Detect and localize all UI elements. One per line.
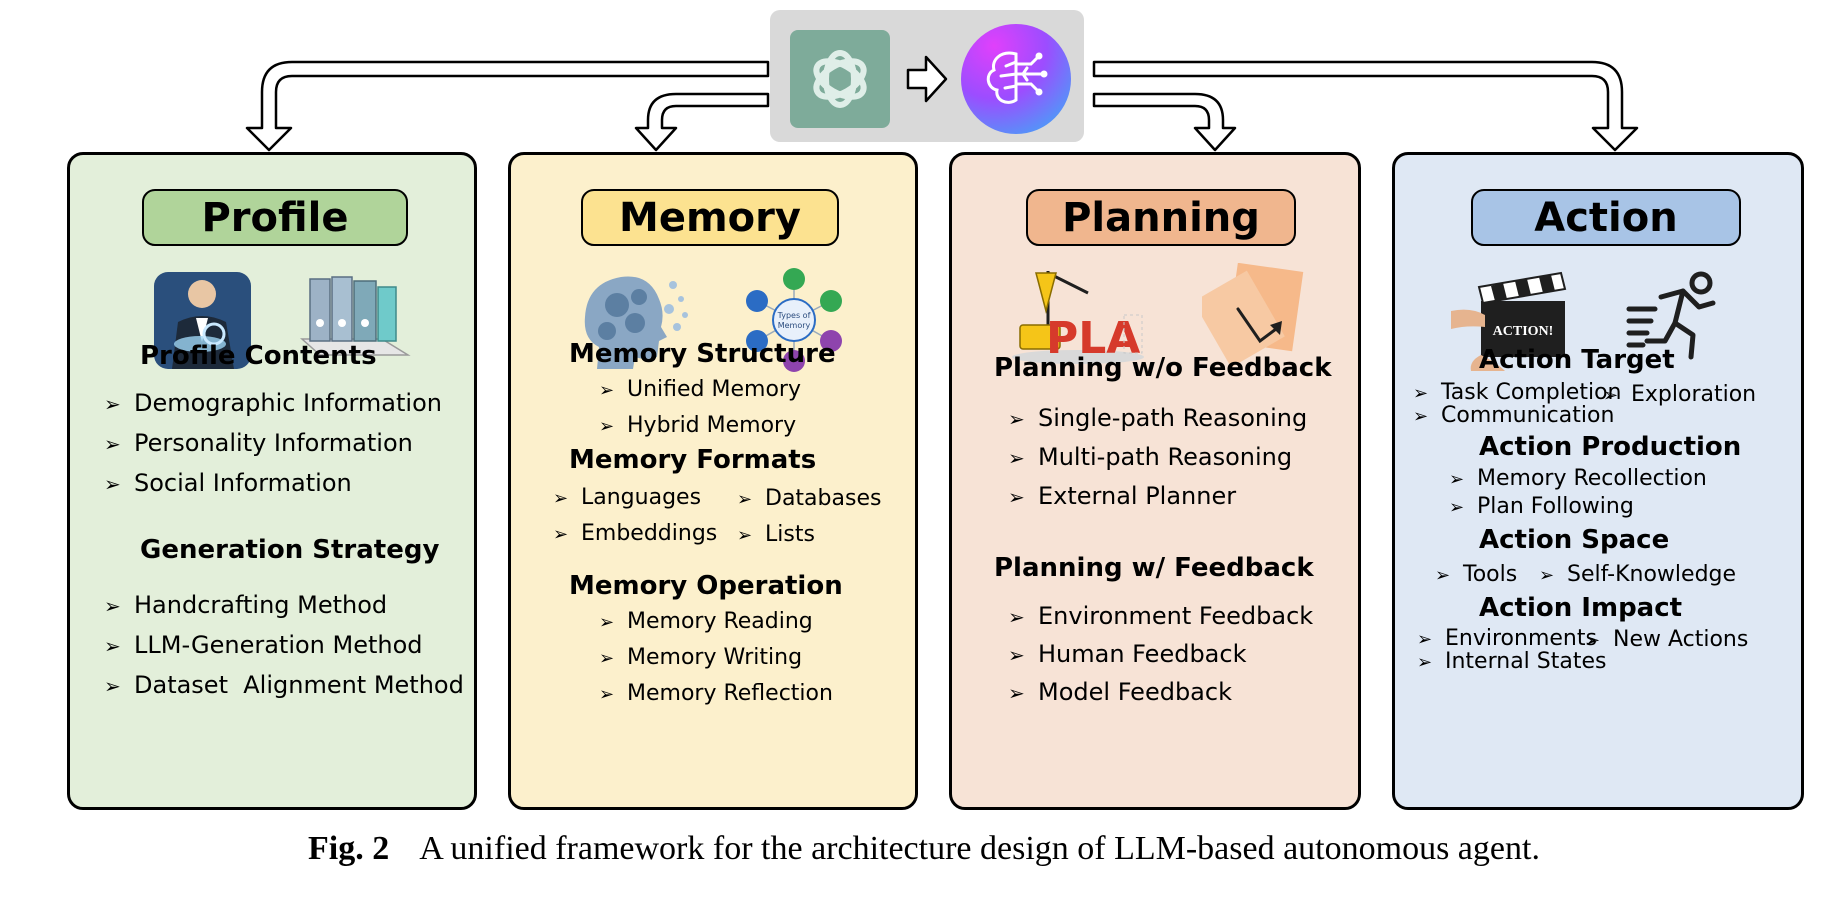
list-item: ➢LLM-Generation Method [104, 631, 423, 659]
memory-panel: Memory Types of Memory Memory Structure … [508, 152, 918, 810]
arrow-to-planning [1092, 92, 1237, 152]
types-of-memory-label: Types of [777, 311, 811, 320]
openai-logo-icon [790, 30, 890, 128]
list-item: ➢Memory Reading [599, 609, 813, 634]
list-item: ➢Databases [737, 486, 882, 511]
list-item: ➢Social Information [104, 469, 352, 497]
planning-with-feedback-heading: Planning w/ Feedback [994, 553, 1314, 583]
list-item: ➢New Actions [1585, 627, 1749, 652]
crane-plan-icon: PLA [1008, 265, 1148, 365]
list-item: ➢Model Feedback [1008, 678, 1232, 706]
running-person-icon [1625, 269, 1725, 365]
figure-caption-text: A unified framework for the architecture… [419, 830, 1540, 867]
ai-brain-icon [961, 24, 1071, 134]
figure-label: Fig. 2 [308, 830, 390, 867]
list-item: ➢Plan Following [1449, 494, 1634, 519]
action-panel: Action ACTION! Action Target ➢Task Compl… [1392, 152, 1804, 810]
clapperboard-icon: ACTION! [1451, 267, 1573, 371]
arrow-to-memory [634, 92, 770, 152]
memory-formats-heading: Memory Formats [569, 445, 817, 475]
list-item: ➢Environments [1417, 626, 1597, 651]
list-item: ➢Tools [1435, 562, 1518, 587]
llm-hub [770, 10, 1084, 142]
planning-without-feedback-heading: Planning w/o Feedback [994, 353, 1332, 383]
profile-title: Profile [142, 189, 408, 246]
businessman-icon [154, 272, 251, 369]
list-item: ➢Exploration [1603, 382, 1757, 407]
list-item: ➢Demographic Information [104, 389, 442, 417]
documents-icon [1193, 262, 1306, 368]
list-item: ➢Human Feedback [1008, 640, 1247, 668]
svg-text:Memory: Memory [778, 321, 811, 330]
list-item: ➢Personality Information [104, 429, 413, 457]
list-item: ➢Unified Memory [599, 377, 801, 402]
list-item: ➢Environment Feedback [1008, 602, 1314, 630]
list-item: ➢Self-Knowledge [1539, 562, 1737, 587]
hub-connector-arrows [245, 60, 1639, 152]
list-item: ➢Task Completion [1413, 380, 1622, 405]
memory-operation-heading: Memory Operation [569, 571, 843, 601]
action-target-heading: Action Target [1479, 345, 1675, 375]
list-item: ➢Embeddings [553, 521, 718, 546]
memory-title: Memory [581, 189, 839, 246]
action-impact-heading: Action Impact [1479, 593, 1683, 623]
binders-laptop-icon [296, 267, 414, 367]
memory-structure-heading: Memory Structure [569, 339, 836, 369]
planning-title: Planning [1026, 189, 1296, 246]
action-space-heading: Action Space [1479, 525, 1670, 555]
list-item: ➢Handcrafting Method [104, 591, 388, 619]
generation-strategy-heading: Generation Strategy [140, 535, 440, 565]
list-item: ➢External Planner [1008, 482, 1237, 510]
list-item: ➢Languages [553, 485, 702, 510]
right-arrow-icon [906, 55, 948, 103]
arrow-to-profile [245, 60, 770, 152]
list-item: ➢Communication [1413, 403, 1615, 428]
planning-panel: Planning PLA Planning w/o Feedback ➢Sing… [949, 152, 1361, 810]
action-title: Action [1471, 189, 1741, 246]
arrow-to-action [1092, 60, 1639, 152]
figure-caption: Fig. 2 A unified framework for the archit… [0, 830, 1848, 868]
list-item: ➢Single-path Reasoning [1008, 404, 1308, 432]
clapper-text: ACTION! [1493, 324, 1554, 339]
action-production-heading: Action Production [1479, 432, 1742, 462]
plan-word: PLA [1046, 313, 1140, 364]
profile-contents-heading: Profile Contents [140, 341, 377, 371]
gear-head-icon [577, 265, 695, 375]
list-item: ➢Internal States [1417, 649, 1607, 674]
list-item: ➢Lists [737, 522, 815, 547]
list-item: ➢Memory Recollection [1449, 466, 1707, 491]
profile-panel: Profile Profile Contents ➢Demographic In… [67, 152, 477, 810]
list-item: ➢Multi-path Reasoning [1008, 443, 1293, 471]
list-item: ➢Dataset Alignment Method [104, 671, 464, 699]
list-item: ➢Hybrid Memory [599, 413, 797, 438]
list-item: ➢Memory Reflection [599, 681, 833, 706]
list-item: ➢Memory Writing [599, 645, 803, 670]
types-of-memory-icon: Types of Memory [739, 265, 849, 375]
